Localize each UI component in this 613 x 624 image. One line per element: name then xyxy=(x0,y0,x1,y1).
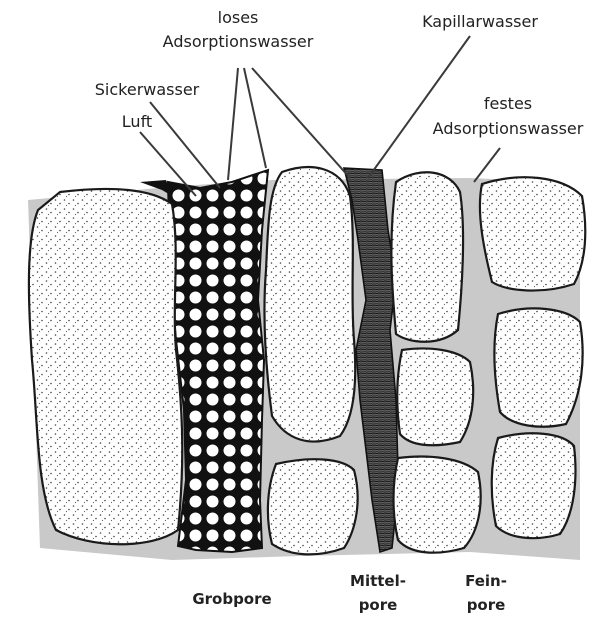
label-sickerwasser: Sickerwasser xyxy=(95,80,200,99)
label-festes-line1: festes xyxy=(484,94,532,113)
soil-grains xyxy=(29,167,585,554)
leader-sickerwasser xyxy=(150,102,220,188)
label-feinpore-line2: pore xyxy=(467,596,506,614)
grain-fein-right-mid xyxy=(494,308,582,426)
leader-loses-to-grobpore xyxy=(228,68,238,180)
label-mittelpore-line2: pore xyxy=(359,596,398,614)
label-luft: Luft xyxy=(122,112,152,131)
grain-fein-left-mid xyxy=(397,349,473,446)
leader-loses-to-grobpore-right xyxy=(244,68,266,168)
label-loses-line1: loses xyxy=(218,8,259,27)
label-kapillarwasser: Kapillarwasser xyxy=(422,12,538,31)
leader-festes xyxy=(474,148,500,182)
label-grobpore: Grobpore xyxy=(192,590,271,608)
grain-fein-left-low xyxy=(394,457,481,553)
label-feinpore-line1: Fein- xyxy=(465,572,507,590)
label-festes-line2: Adsorptionswasser xyxy=(433,119,584,138)
grain-fein-right-low xyxy=(492,433,576,538)
label-mittelpore-line1: Mittel- xyxy=(350,572,406,590)
grain-fein-right-top xyxy=(480,177,585,290)
grain-center-lower xyxy=(268,459,358,554)
leader-kapillarwasser xyxy=(368,36,470,178)
label-loses-line2: Adsorptionswasser xyxy=(163,32,314,51)
leader-loses-to-mittelpore xyxy=(252,68,350,178)
grain-fein-left-top xyxy=(391,172,463,341)
grain-large-left xyxy=(29,189,182,544)
grain-center-upper xyxy=(264,167,355,441)
